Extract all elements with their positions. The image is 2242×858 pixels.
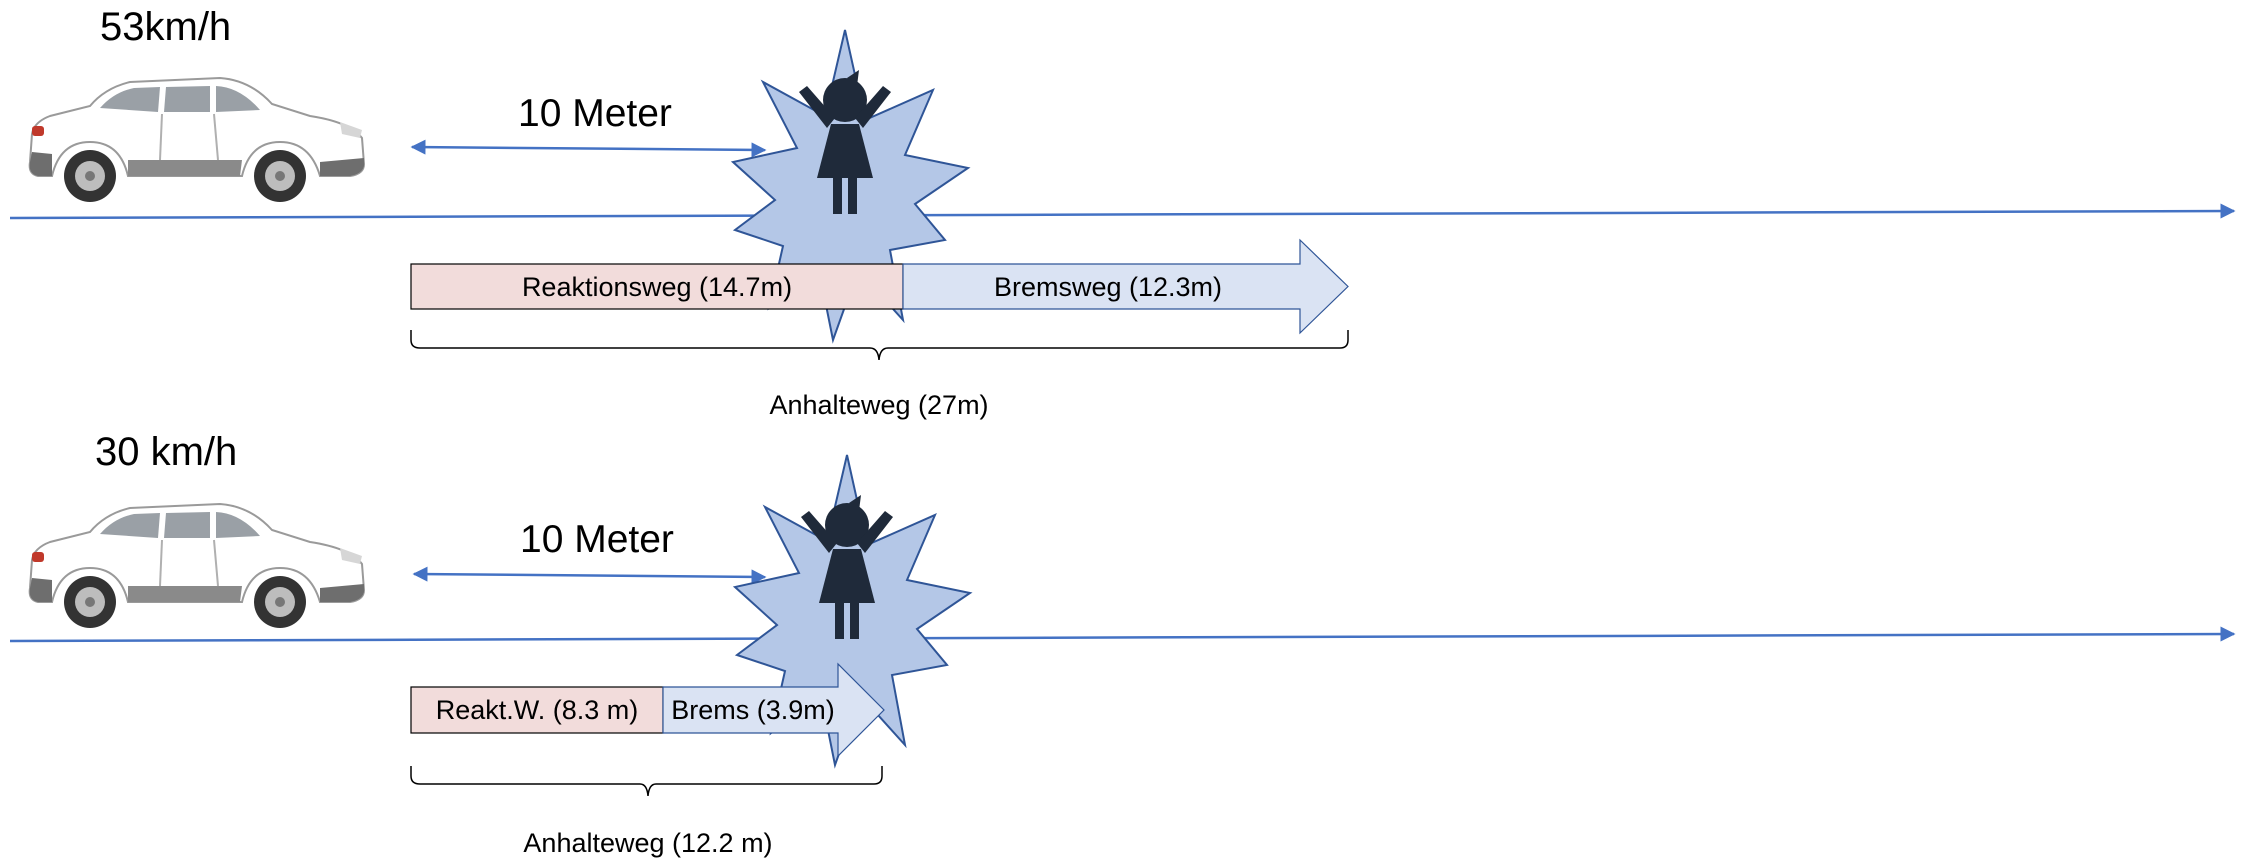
speed-label: 30 km/h — [95, 430, 237, 474]
brake-segment — [902, 238, 1349, 335]
road-line — [9, 626, 2236, 643]
brake-label: Brems (3.9m) — [671, 695, 835, 725]
reaction-label: Reaktionsweg (14.7m) — [522, 272, 792, 302]
brake-label: Bremsweg (12.3m) — [994, 272, 1222, 302]
road-line — [9, 203, 2236, 220]
total-brace — [410, 330, 1349, 361]
distance-label: 10 Meter — [520, 518, 674, 561]
total-label: Anhalteweg (27m) — [769, 390, 988, 420]
car-icon — [28, 77, 366, 203]
brake-segment — [662, 662, 885, 758]
distance-label: 10 Meter — [518, 92, 672, 135]
car-icon — [28, 503, 366, 629]
total-brace — [410, 766, 883, 797]
speed-label: 53km/h — [100, 5, 231, 49]
scenario-1: 53km/h 10 Meter Reaktionsweg (14.7m) Bre… — [9, 5, 2236, 420]
distance-arrow — [410, 139, 767, 158]
total-label: Anhalteweg (12.2 m) — [523, 828, 772, 858]
scenario-2: 30 km/h 10 Meter Reakt.W. (8.3 m) Brems … — [9, 430, 2236, 858]
reaction-segment — [410, 686, 664, 734]
reaction-label: Reakt.W. (8.3 m) — [436, 695, 639, 725]
reaction-segment — [410, 263, 904, 310]
distance-arrow — [412, 566, 767, 585]
